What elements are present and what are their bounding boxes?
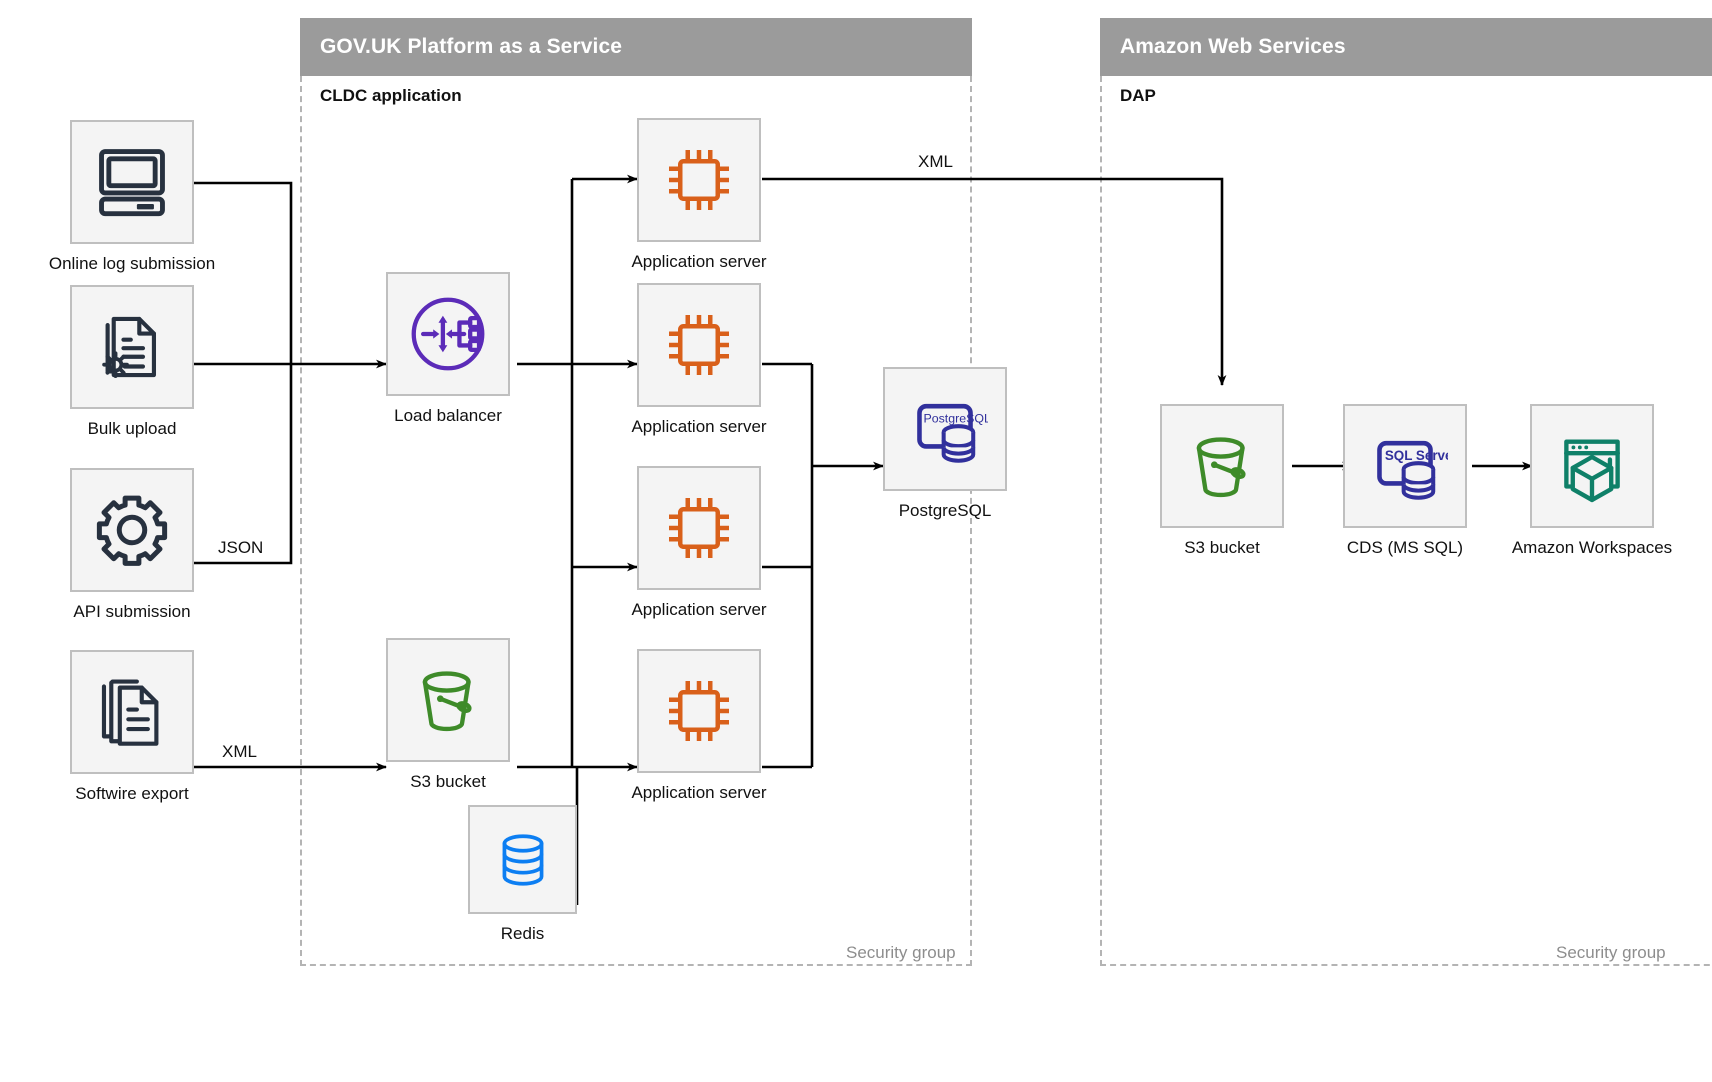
security-group-box-aws <box>1100 76 1712 966</box>
node-softwire-export[interactable]: Softwire export <box>70 650 194 803</box>
group-header-aws-label: Amazon Web Services <box>1120 35 1346 58</box>
security-group-label-aws: Security group <box>1556 943 1666 962</box>
node-label-app-server-1: Application server <box>631 252 767 271</box>
node-label-app-server-4: Application server <box>631 783 767 802</box>
node-app-server-1[interactable]: Application server <box>631 118 767 271</box>
postgresql-icon: PostgreSQL <box>883 367 1007 491</box>
node-bulk-upload[interactable]: Bulk upload <box>70 285 194 438</box>
node-amazon-workspaces[interactable]: Amazon Workspaces <box>1512 404 1672 557</box>
node-s3-bucket-paas[interactable]: S3 bucket <box>386 638 510 791</box>
load-balancer-icon <box>386 272 510 396</box>
node-label-redis: Redis <box>500 924 545 943</box>
edge-label-json: JSON <box>218 538 264 557</box>
node-label-app-server-3: Application server <box>631 600 767 619</box>
gear-icon <box>70 468 194 592</box>
node-label-api-submission: API submission <box>73 602 191 621</box>
node-label-cds-ms-sql: CDS (MS SQL) <box>1346 538 1464 557</box>
database-cylinder-icon <box>468 805 577 914</box>
sql-server-badge-text: SQL Server <box>1385 448 1448 463</box>
node-label-app-server-2: Application server <box>631 417 767 436</box>
node-label-bulk-upload: Bulk upload <box>87 419 177 438</box>
node-redis[interactable]: Redis <box>468 805 577 943</box>
node-label-s3-bucket-aws: S3 bucket <box>1184 538 1260 557</box>
node-label-online-log-submission: Online log submission <box>48 254 216 273</box>
security-group-box-paas <box>300 76 972 966</box>
cpu-chip-icon <box>637 649 761 773</box>
node-app-server-3[interactable]: Application server <box>631 466 767 619</box>
s3-bucket-icon <box>1160 404 1284 528</box>
node-online-log-submission[interactable]: Online log submission <box>49 120 215 273</box>
edge-label-xml-appserver: XML <box>918 152 953 171</box>
cpu-chip-icon <box>637 283 761 407</box>
desktop-computer-icon <box>70 120 194 244</box>
workspaces-cube-icon <box>1530 404 1654 528</box>
node-label-amazon-workspaces: Amazon Workspaces <box>1511 538 1673 557</box>
document-gear-icon <box>70 285 194 409</box>
cpu-chip-icon <box>637 118 761 242</box>
zone-label-dap: DAP <box>1120 86 1156 105</box>
zone-label-cldc: CLDC application <box>320 86 462 105</box>
node-postgresql[interactable]: PostgreSQL PostgreSQL <box>883 367 1007 520</box>
sql-server-icon: SQL Server <box>1343 404 1467 528</box>
postgresql-badge-text: PostgreSQL <box>924 411 989 425</box>
node-label-postgresql: PostgreSQL <box>898 501 992 520</box>
s3-bucket-icon <box>386 638 510 762</box>
cpu-chip-icon <box>637 466 761 590</box>
edge-label-xml-softwire: XML <box>222 742 257 761</box>
node-s3-bucket-aws[interactable]: S3 bucket <box>1160 404 1284 557</box>
group-header-paas-label: GOV.UK Platform as a Service <box>320 35 622 58</box>
group-header-aws: Amazon Web Services <box>1100 18 1712 76</box>
node-label-softwire-export: Softwire export <box>75 784 189 803</box>
node-label-s3-bucket-paas: S3 bucket <box>410 772 486 791</box>
group-header-paas: GOV.UK Platform as a Service <box>300 18 972 76</box>
node-label-load-balancer: Load balancer <box>394 406 502 425</box>
node-load-balancer[interactable]: Load balancer <box>386 272 510 425</box>
node-api-submission[interactable]: API submission <box>70 468 194 621</box>
security-group-label-paas: Security group <box>846 943 956 962</box>
node-app-server-2[interactable]: Application server <box>631 283 767 436</box>
node-cds-ms-sql[interactable]: SQL Server CDS (MS SQL) <box>1343 404 1467 557</box>
documents-stack-icon <box>70 650 194 774</box>
node-app-server-4[interactable]: Application server <box>631 649 767 802</box>
